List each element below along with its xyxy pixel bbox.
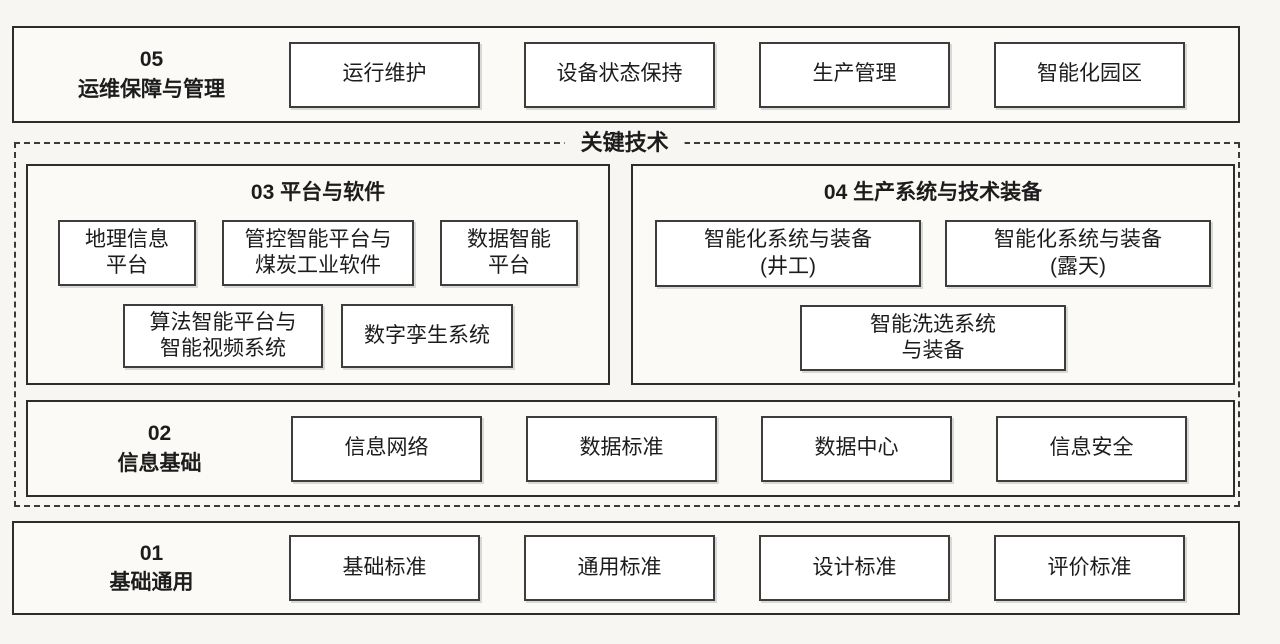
node-design-standard: 设计标准 [759,535,950,601]
node-openpit-systems-equipment: 智能化系统与装备 (露天) [945,220,1211,287]
section-04-production-systems-panel: 04 生产系统与技术装备 智能化系统与装备 (井工) 智能化系统与装备 (露天)… [631,164,1235,385]
section-01-name: 基础通用 [109,571,194,594]
node-data-center: 数据中心 [761,415,952,482]
node-digital-twin-system: 数字孪生系统 [341,304,513,368]
section-01-label: 01 基础通用 [14,539,289,598]
node-intelligent-park: 智能化园区 [994,41,1185,108]
key-technology-container: 关键技术 03 平台与软件 地理信息 平台 管控智能平台与 煤炭工业软件 数据智… [14,128,1240,507]
section-03-row-1: 地理信息 平台 管控智能平台与 煤炭工业软件 数据智能 平台 [28,220,608,286]
node-intelligent-washing-systems-equipment: 智能洗选系统 与装备 [800,305,1066,371]
section-01-items: 基础标准 通用标准 设计标准 评价标准 [289,535,1185,601]
node-data-intelligence-platform: 数据智能 平台 [440,220,578,286]
node-information-security: 信息安全 [996,415,1187,482]
section-03-platform-software-panel: 03 平台与软件 地理信息 平台 管控智能平台与 煤炭工业软件 数据智能 平台 … [26,164,610,385]
section-05-code: 05 [139,48,164,72]
section-04-row-1: 智能化系统与装备 (井工) 智能化系统与装备 (露天) [633,220,1233,287]
node-evaluation-standard: 评价标准 [994,535,1185,601]
section-01-code: 01 [139,541,164,565]
section-02-name: 信息基础 [117,451,202,475]
section-03-title: 03 平台与软件 [250,181,386,204]
section-04-row-2: 智能洗选系统 与装备 [633,305,1233,371]
section-02-label: 02 信息基础 [28,419,291,478]
node-gis-platform: 地理信息 平台 [58,220,196,286]
section-01-basic-general-band: 01 基础通用 基础标准 通用标准 设计标准 评价标准 [12,521,1240,615]
section-04-title: 04 生产系统与技术装备 [823,181,1043,204]
node-underground-systems-equipment: 智能化系统与装备 (井工) [655,220,921,287]
section-05-items: 运行维护 设备状态保持 生产管理 智能化园区 [289,41,1185,108]
section-03-row-2: 算法智能平台与 智能视频系统 数字孪生系统 [28,304,608,368]
node-control-platform-coal-software: 管控智能平台与 煤炭工业软件 [222,220,414,286]
key-technology-label: 关键技术 [564,128,685,158]
section-02-items: 信息网络 数据标准 数据中心 信息安全 [291,415,1187,482]
node-data-standard: 数据标准 [526,415,717,482]
node-information-network: 信息网络 [291,415,482,482]
section-02-information-base-band: 02 信息基础 信息网络 数据标准 数据中心 信息安全 [26,400,1235,497]
section-05-label: 05 运维保障与管理 [14,45,289,104]
section-02-code: 02 [147,422,172,446]
node-algorithm-platform-video-system: 算法智能平台与 智能视频系统 [123,304,323,368]
node-equipment-status-keeping: 设备状态保持 [524,41,715,108]
node-general-standard: 通用标准 [524,535,715,601]
node-basic-standard: 基础标准 [289,535,480,601]
section-05-name: 运维保障与管理 [78,77,225,101]
node-operation-maintenance: 运行维护 [289,41,480,108]
node-production-management: 生产管理 [759,41,950,108]
section-05-operations-band: 05 运维保障与管理 运行维护 设备状态保持 生产管理 智能化园区 [12,26,1240,123]
